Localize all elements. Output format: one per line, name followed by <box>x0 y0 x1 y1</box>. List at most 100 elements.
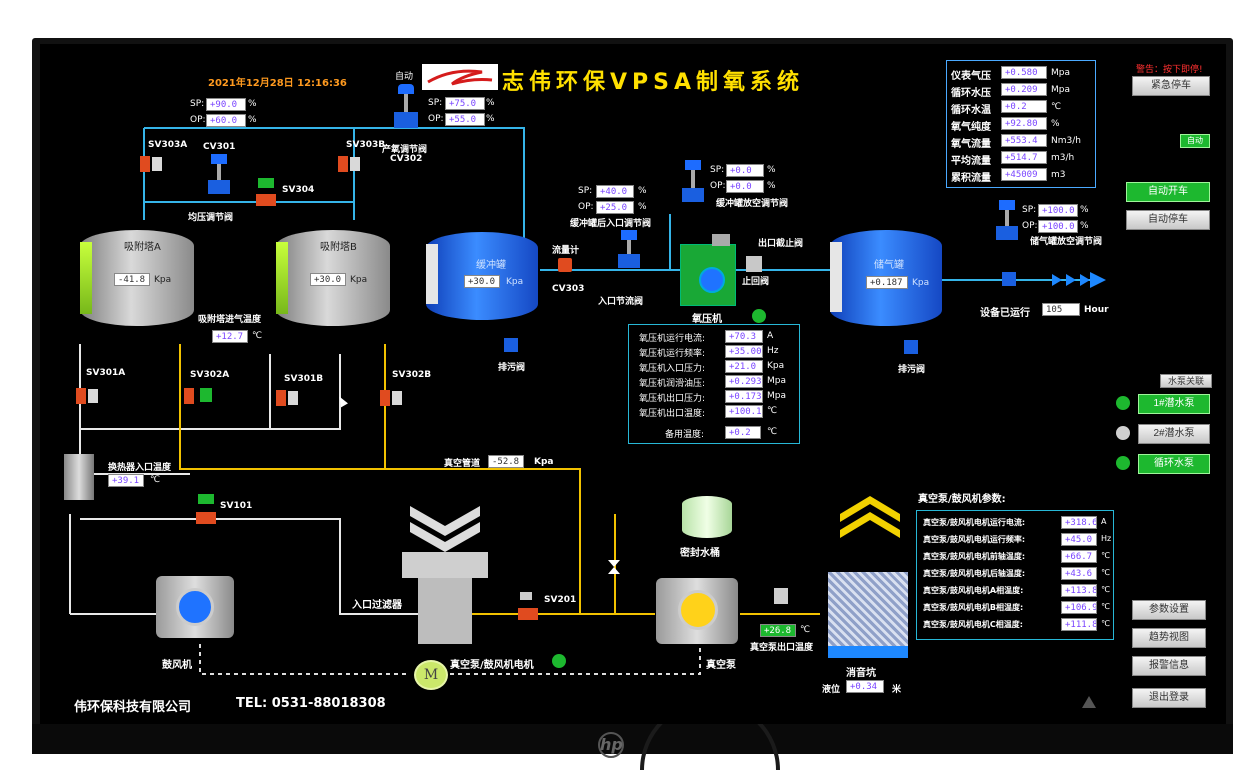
status-value-4: +553.4 <box>1001 134 1047 147</box>
tower-a-unit: Kpa <box>154 275 172 285</box>
spare-temp-unit: ℃ <box>767 427 778 437</box>
compressor-param-unit-3: Mpa <box>767 376 786 386</box>
storage-outlet-valve-icon[interactable] <box>1002 272 1016 286</box>
status-value-3: +92.80 <box>1001 117 1047 130</box>
vacuum-param-value-6: +111.8 <box>1061 618 1097 631</box>
blower-icon[interactable] <box>156 576 234 638</box>
pump-2-button[interactable]: 2#潜水泵 <box>1138 424 1210 444</box>
muffler-pit-icon <box>828 572 908 658</box>
pump-1-button[interactable]: 1#潜水泵 <box>1138 394 1210 414</box>
circ-pump-button[interactable]: 循环水泵 <box>1138 454 1210 474</box>
buffer-vent-op-value[interactable]: +0.0 <box>726 180 764 193</box>
tower-inlet-temp-unit: ℃ <box>252 331 263 341</box>
cv301-sp-label: SP: <box>190 99 205 109</box>
cv301-op-label: OP: <box>190 115 206 125</box>
sv301b-valve[interactable] <box>276 390 298 406</box>
sv302a-valve[interactable] <box>184 388 194 404</box>
cv301-label: 均压调节阀 <box>188 213 234 223</box>
alarm-info-button[interactable]: 报警信息 <box>1132 656 1206 676</box>
cv303-label: CV303 <box>552 284 585 294</box>
cv301-op-value[interactable]: +60.0 <box>206 114 246 127</box>
cv302-op-unit: % <box>486 114 495 124</box>
vacuum-pipe-value: -52.8 <box>488 455 524 468</box>
sv201-valve[interactable] <box>518 608 538 620</box>
storage-vent-sp-value[interactable]: +100.0 <box>1038 204 1078 217</box>
drain-valve-1-icon[interactable] <box>504 338 518 352</box>
buffer-inlet-op-value[interactable]: +25.0 <box>596 201 634 214</box>
buffer-vent-icon[interactable] <box>682 160 704 210</box>
vacuum-param-value-2: +66.7 <box>1061 550 1097 563</box>
check-valve-icon[interactable] <box>746 256 762 272</box>
compressor-param-unit-2: Kpa <box>767 361 785 371</box>
buffer-vent-sp-value[interactable]: +0.0 <box>726 164 764 177</box>
runtime-value: 105 <box>1042 303 1080 316</box>
storage-vent-op-value[interactable]: +100.0 <box>1038 220 1078 233</box>
datetime: 2021年12月28日 12:16:36 <box>208 78 347 89</box>
cv302-op-value[interactable]: +55.0 <box>445 113 485 126</box>
auto-stop-button[interactable]: 自动停车 <box>1126 210 1210 230</box>
compressor-param-unit-5: ℃ <box>767 406 778 416</box>
vacuum-param-unit-4: ℃ <box>1101 585 1110 594</box>
buffer-inlet-op-unit: % <box>638 202 647 212</box>
compressor-param-unit-4: Mpa <box>767 391 786 401</box>
sv304-label: SV304 <box>282 185 315 195</box>
seal-water-tank-icon <box>682 496 732 538</box>
runtime-label: 设备已运行 <box>980 308 1030 319</box>
sv301a-valve[interactable] <box>76 388 98 404</box>
cv301-actuator-icon[interactable] <box>208 154 230 198</box>
cv302-actuator-icon[interactable] <box>394 84 418 136</box>
mode-badge[interactable]: 自动 <box>1180 134 1210 148</box>
storage-vent-icon[interactable] <box>996 200 1018 244</box>
circ-pump-indicator <box>1116 456 1130 470</box>
sv303a-valve[interactable] <box>140 156 162 172</box>
cv302-sp-value[interactable]: +75.0 <box>445 97 485 110</box>
sv101-valve[interactable] <box>196 512 216 524</box>
drain-valve-2-icon[interactable] <box>904 340 918 354</box>
compressor-param-label-4: 氧压机出口压力: <box>639 394 706 404</box>
drain-valve-1-label: 排污阀 <box>498 363 526 373</box>
buffer-vent-op-unit: % <box>767 181 776 191</box>
inlet-throttle-icon[interactable] <box>618 230 640 270</box>
scada-screen: 2021年12月28日 12:16:36 志伟环保VPSA制氧系统 仪表气压 +… <box>40 44 1226 724</box>
motor-icon[interactable]: M <box>414 660 448 690</box>
muffler-level-value: +0.34 <box>846 680 884 693</box>
buffer-inlet-op-label: OP: <box>578 202 594 212</box>
compressor-param-unit-1: Hz <box>767 346 779 356</box>
cv301-sp-unit: % <box>248 99 257 109</box>
check-valve-label: 止回阀 <box>742 277 770 287</box>
vacuum-param-value-4: +113.8 <box>1061 584 1097 597</box>
compressor-param-value-5: +100.1 <box>725 405 763 418</box>
vacuum-param-unit-0: A <box>1101 517 1107 526</box>
logout-button[interactable]: 退出登录 <box>1132 688 1206 708</box>
buffer-tank-name: 缓冲罐 <box>476 260 506 271</box>
sv302b-valve[interactable] <box>380 390 402 406</box>
sv303b-valve[interactable] <box>338 156 360 172</box>
emergency-stop-button[interactable]: 紧急停车 <box>1132 76 1210 96</box>
pump-2-indicator <box>1116 426 1130 440</box>
cv302-code: CV302 <box>390 154 423 164</box>
cv301-sp-value[interactable]: +90.0 <box>206 98 246 111</box>
pump-outlet-temp-label: 真空泵出口温度 <box>750 643 814 653</box>
warning-text: 警告：按下即停! <box>1136 65 1203 75</box>
motor-status-indicator <box>552 654 566 668</box>
compressor-param-unit-0: A <box>767 331 774 341</box>
company-logo <box>422 64 498 90</box>
sv304-valve[interactable] <box>256 194 276 206</box>
status-label-5: 平均流量 <box>951 156 991 167</box>
sv201-actuator <box>520 592 532 600</box>
sv302a-status <box>200 388 212 402</box>
storage-tank[interactable] <box>830 230 942 326</box>
trend-view-button[interactable]: 趋势视图 <box>1132 628 1206 648</box>
outlet-shutoff-label: 出口截止阀 <box>758 239 804 249</box>
vacuum-pump-icon[interactable] <box>656 578 738 644</box>
cv302-op-label: OP: <box>428 114 444 124</box>
oxygen-compressor-icon[interactable] <box>680 244 736 306</box>
spare-temp-label: 备用温度: <box>665 430 705 440</box>
params-settings-button[interactable]: 参数设置 <box>1132 600 1206 620</box>
buffer-inlet-sp-value[interactable]: +40.0 <box>596 185 634 198</box>
auto-start-button[interactable]: 自动开车 <box>1126 182 1210 202</box>
seal-water-tank-label: 密封水桶 <box>680 548 720 559</box>
buffer-vent-sp-label: SP: <box>710 165 725 175</box>
sv101-indicator <box>198 494 214 504</box>
buffer-tank-unit: Kpa <box>506 277 524 287</box>
